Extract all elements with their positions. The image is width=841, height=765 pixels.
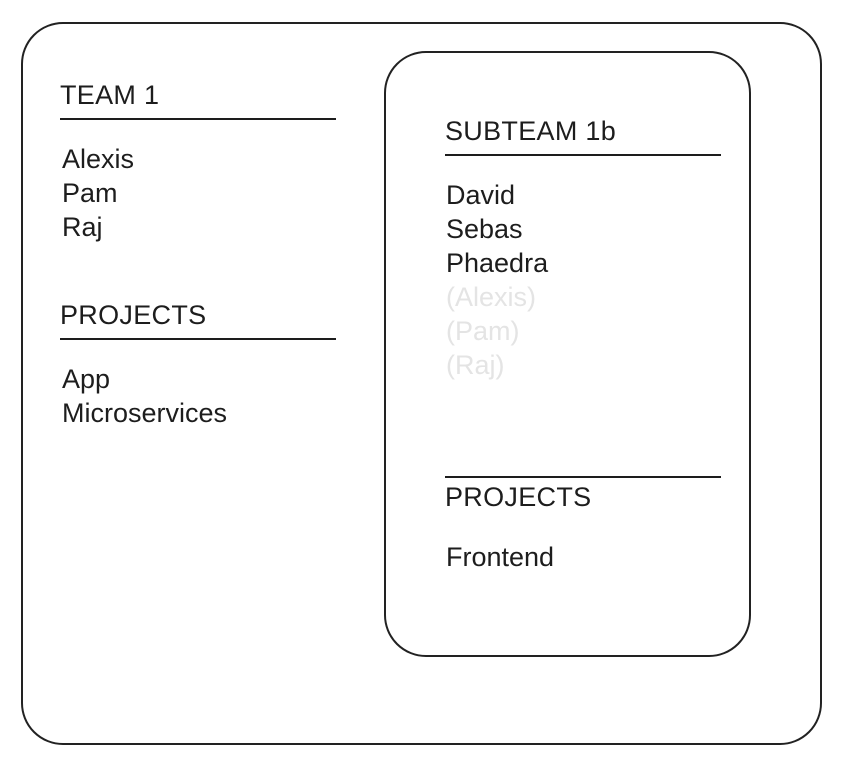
- list-item: Pam: [62, 178, 118, 208]
- team-title-rule: [60, 118, 336, 120]
- team-projects-rule: [60, 338, 336, 340]
- list-item-inherited: (Pam): [446, 316, 520, 346]
- list-item: Microservices: [62, 398, 228, 428]
- team-header-group: TEAM 1: [60, 78, 336, 120]
- list-item: Phaedra: [446, 248, 549, 278]
- subteam-projects-rule: [445, 476, 721, 478]
- team-title: TEAM 1: [60, 80, 160, 110]
- list-item: App: [62, 364, 111, 394]
- subteam-project-list: Frontend: [446, 540, 554, 574]
- team-projects-header-group: PROJECTS: [60, 298, 336, 340]
- team-1-container: [21, 22, 822, 745]
- subteam-title-rule: [445, 154, 721, 156]
- list-item: Sebas: [446, 214, 523, 244]
- subteam-header-group: SUBTEAM 1b: [445, 114, 721, 156]
- subteam-1b-container: [384, 51, 751, 657]
- subteam-projects-header-group: PROJECTS: [445, 476, 721, 514]
- subteam-member-list: David Sebas Phaedra (Alexis) (Pam) (Raj): [446, 178, 548, 382]
- list-item: Raj: [62, 212, 103, 242]
- list-item-inherited: (Alexis): [446, 282, 537, 312]
- subteam-projects-title: PROJECTS: [445, 482, 592, 512]
- team-project-list: App Microservices: [62, 362, 227, 430]
- team-member-list: Alexis Pam Raj: [62, 142, 134, 244]
- team-projects-title: PROJECTS: [60, 300, 207, 330]
- list-item: Alexis: [62, 144, 135, 174]
- subteam-title: SUBTEAM 1b: [445, 116, 617, 146]
- list-item: Frontend: [446, 542, 555, 572]
- list-item: David: [446, 180, 516, 210]
- list-item-inherited: (Raj): [446, 350, 505, 380]
